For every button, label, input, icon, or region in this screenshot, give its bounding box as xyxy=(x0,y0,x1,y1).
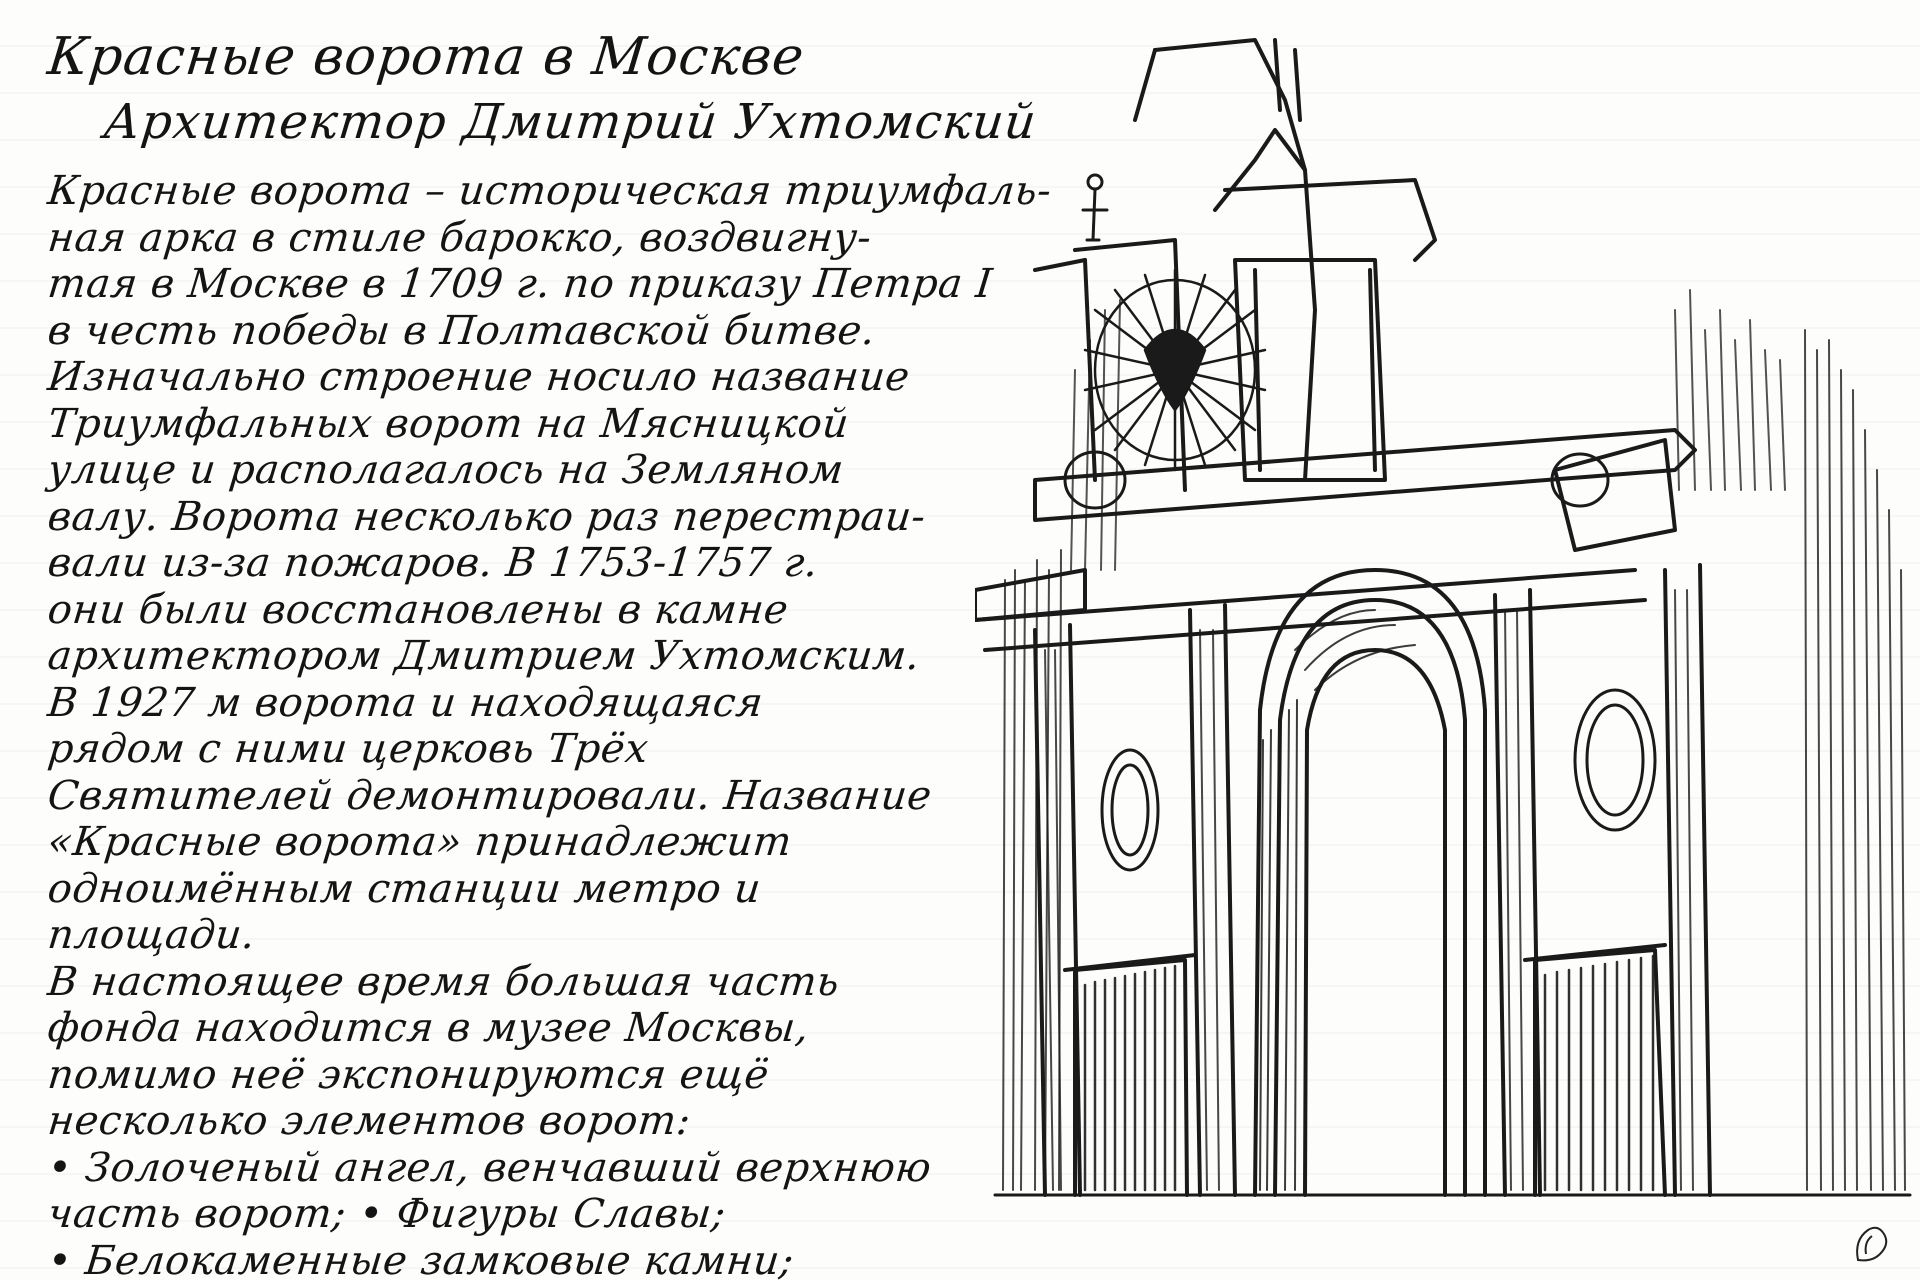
ink-smudge xyxy=(1856,1226,1888,1262)
arch-shading xyxy=(1259,609,1416,1191)
text-line: • Белокаменные замковые камни; xyxy=(45,1237,797,1280)
left-medallion xyxy=(1063,450,1160,872)
text-line: «Красные ворота» принадлежит xyxy=(45,819,795,865)
text-line: они были восстановлены в камне xyxy=(45,586,791,633)
main-arch xyxy=(1253,568,1487,1197)
radiant-medallion xyxy=(1083,268,1267,472)
red-gate-sketch xyxy=(975,38,1912,1197)
text-line: Святителей демонтировали. Название xyxy=(45,772,934,819)
page-subtitle: Архитектор Дмитрий Ухтомский xyxy=(101,94,1040,150)
text-line: В 1927 м ворота и находящаяся xyxy=(45,679,766,726)
text-line: Красные ворота – историческая триумфаль- xyxy=(45,168,1054,214)
text-line: архитектором Дмитрием Ухтомским. xyxy=(45,633,923,679)
text-line: • Золоченый ангел, венчавший верхнюю xyxy=(45,1144,934,1191)
background-hatching-top xyxy=(1070,289,1786,571)
text-line: в честь победы в Полтавской битве. xyxy=(45,307,878,354)
page-title: Красные ворота в Москве xyxy=(44,27,808,87)
side-openings-shading xyxy=(1083,954,1655,1192)
text-line: вали из-за пожаров. В 1753-1757 г. xyxy=(45,540,821,586)
side-openings xyxy=(1063,943,1667,1197)
column-hatching xyxy=(1044,589,1694,1191)
text-line: В настоящее время большая часть xyxy=(45,958,842,1005)
body-text: Красные ворота – историческая триумфаль-… xyxy=(45,168,1054,1280)
text-line: часть ворот; • Фигуры Славы; xyxy=(45,1191,729,1237)
text-line: ная арка в стиле барокко, воздвигну- xyxy=(45,214,874,261)
statue-figure xyxy=(1081,173,1109,242)
text-line: Триумфальных ворот на Мясницкой xyxy=(45,400,852,447)
text-line: рядом с ними церковь Трёх xyxy=(45,726,651,772)
right-medallion xyxy=(1550,452,1657,832)
text-line: тая в Москве в 1709 г. по приказу Петра … xyxy=(45,261,995,307)
gate-columns xyxy=(1033,563,1712,1197)
text-line: одноимённым станции метро и xyxy=(45,865,764,912)
text-line: валу. Ворота несколько раз перестраи- xyxy=(45,493,928,540)
text-line: площади. xyxy=(45,912,258,958)
text-line: Изначально строение носило название xyxy=(45,354,912,400)
background-hatching-right xyxy=(1804,329,1906,1191)
text-line: несколько элементов ворот: xyxy=(45,1098,693,1144)
gate-attic xyxy=(1033,38,1437,492)
text-line: фонда находится в музее Москвы, xyxy=(45,1005,812,1051)
background-hatching-left xyxy=(1002,549,1062,1191)
gate-entablature xyxy=(975,428,1697,652)
text-line: помимо неё экспонируются ещё xyxy=(45,1051,772,1098)
text-line: улице и располагалось на Земляном xyxy=(45,447,846,493)
handwritten-text: Красные ворота в Москве Архитектор Дмитр… xyxy=(45,24,1054,1280)
